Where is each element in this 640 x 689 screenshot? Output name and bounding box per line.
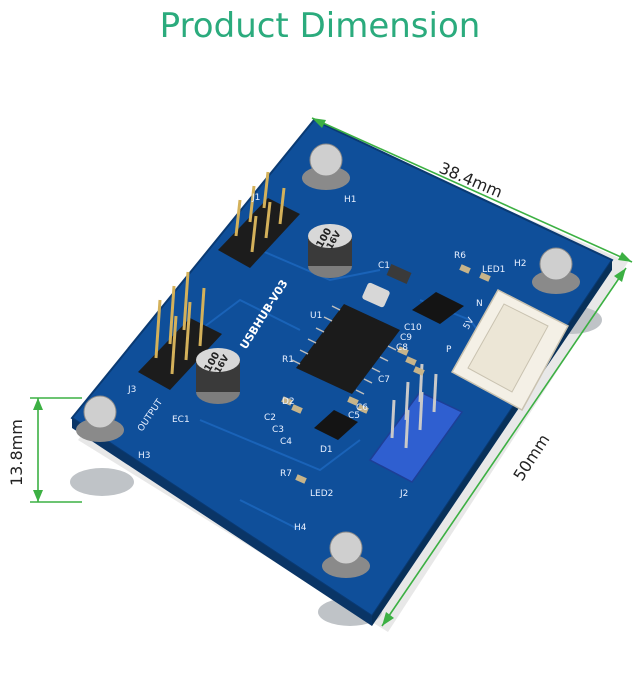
capacitor-ec-top: 100 16V: [308, 224, 352, 278]
svg-text:H3: H3: [138, 451, 151, 461]
svg-text:C7: C7: [378, 375, 390, 385]
smd-components: [281, 264, 491, 484]
capacitor-ec1: 100 16V: [196, 348, 240, 404]
svg-text:50mm: 50mm: [509, 431, 553, 485]
mounting-nut-h1: [302, 143, 350, 190]
svg-text:R7: R7: [280, 469, 292, 479]
svg-text:D1: D1: [320, 445, 333, 455]
svg-text:H2: H2: [514, 259, 527, 269]
mounting-nut-h2: [532, 247, 580, 294]
svg-text:N: N: [476, 299, 483, 309]
chip-c1-module: [412, 292, 464, 324]
svg-text:J2: J2: [399, 489, 408, 499]
svg-text:C8: C8: [396, 343, 408, 353]
magnet-foot-h3: [70, 468, 134, 496]
fuse-f1: [386, 264, 412, 284]
svg-text:H4: H4: [294, 523, 307, 533]
svg-text:C5: C5: [348, 411, 360, 421]
svg-text:C3: C3: [272, 425, 284, 435]
svg-text:P: P: [446, 345, 452, 355]
mounting-nut-h4: [322, 531, 370, 578]
svg-text:C1: C1: [378, 261, 390, 271]
svg-text:13.8mm: 13.8mm: [7, 419, 26, 486]
dimension-height: 13.8mm: [7, 397, 82, 503]
pin-header-j3: [138, 271, 222, 390]
svg-text:LED2: LED2: [310, 489, 333, 499]
diode-d1: [314, 410, 358, 440]
svg-text:R1: R1: [282, 355, 294, 365]
svg-text:EC1: EC1: [172, 415, 190, 425]
pin-header-j2: [368, 363, 464, 483]
svg-text:C10: C10: [404, 323, 422, 333]
svg-text:C6: C6: [356, 403, 368, 413]
mounting-nut-h3: [76, 395, 124, 442]
svg-text:C9: C9: [400, 333, 412, 343]
pin-header-j1: [218, 171, 300, 268]
usb-power-connector: [450, 289, 570, 412]
crystal: [362, 282, 390, 308]
svg-text:D2: D2: [282, 397, 295, 407]
page-title: Product Dimension: [159, 6, 481, 46]
svg-text:LED1: LED1: [482, 265, 505, 275]
ic-u1: [291, 304, 400, 395]
svg-text:J1: J1: [251, 193, 260, 203]
svg-text:H1: H1: [344, 195, 357, 205]
svg-text:C2: C2: [264, 413, 276, 423]
svg-text:R6: R6: [454, 251, 466, 261]
svg-text:J3: J3: [127, 385, 136, 395]
svg-text:C4: C4: [280, 437, 292, 447]
pcb-edge: [72, 418, 372, 626]
svg-text:U1: U1: [310, 311, 322, 321]
